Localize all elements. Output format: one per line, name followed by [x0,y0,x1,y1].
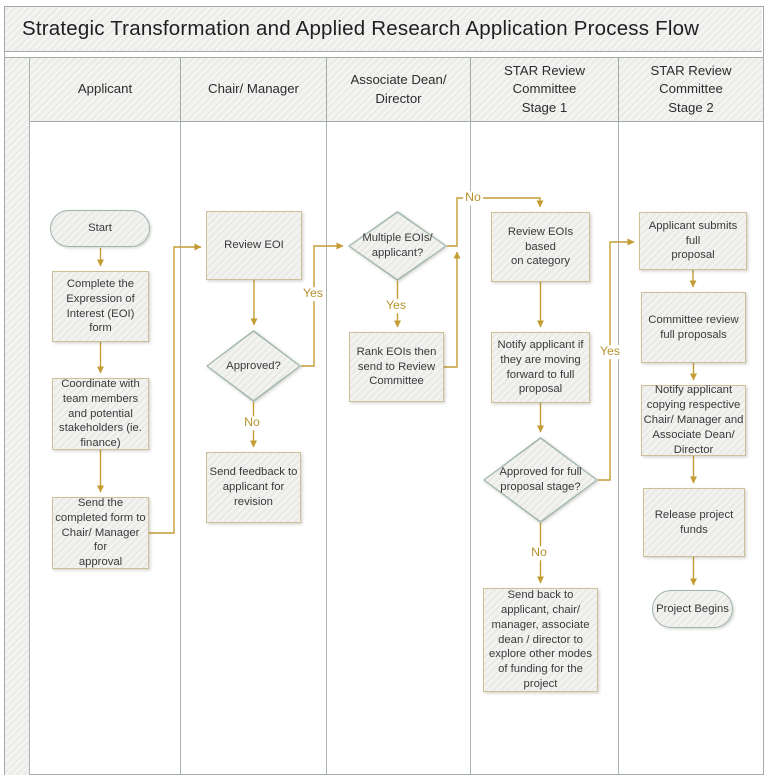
node-send-form: Send the completed form to Chair/ Manage… [52,497,149,569]
node-multiple-eois-decision: Multiple EOIs/ applicant? [348,211,447,281]
node-submit-full-proposal: Applicant submits full proposal [639,212,747,270]
lane-header-chair-manager: Chair/ Manager [180,57,327,122]
lane-divider [180,122,181,775]
edge-label-no: No [529,545,549,560]
node-coordinate-team: Coordinate with team members and potenti… [52,378,149,450]
node-rank-eois: Rank EOIs then send to Review Committee [349,332,444,402]
edge-label-yes: Yes [300,286,326,301]
lane-divider [29,57,30,775]
node-committee-review: Committee review full proposals [641,292,746,363]
edge-label-yes: Yes [383,298,409,313]
left-margin-strip [5,57,30,775]
decision-label: Approved for full proposal stage? [499,466,582,493]
node-send-feedback: Send feedback to applicant for revision [206,452,301,523]
node-start: Start [50,210,150,247]
decision-label: Multiple EOIs/ applicant? [362,232,433,259]
node-release-funds: Release project funds [643,488,745,557]
node-notify-full-proposal: Notify applicant if they are moving forw… [491,332,590,403]
lane-divider [470,122,471,775]
decision-label: Approved? [226,359,281,372]
node-review-eoi: Review EOI [206,211,302,280]
edge-label-no: No [463,190,483,205]
lane-header-associate-dean: Associate Dean/ Director [326,57,471,122]
edge-label-no: No [242,415,262,430]
node-review-eois-category: Review EOIs based on category [491,212,590,282]
lane-header-label: Chair/ Manager [208,81,299,97]
page-title: Strategic Transformation and Applied Res… [22,17,700,40]
lane-header-applicant: Applicant [29,57,181,122]
lane-divider [618,122,619,775]
node-complete-eoi: Complete the Expression of Interest (EOI… [52,271,149,342]
lane-header-label: Applicant [77,81,133,97]
lane-header-star-stage2: STAR Review Committee Stage 2 [618,57,764,122]
lane-header-label: Associate Dean/ Director [350,72,447,106]
node-project-begins: Project Begins [652,590,733,628]
lane-divider [326,122,327,775]
lane-header-star-stage1: STAR Review Committee Stage 1 [470,57,619,122]
edge-label-yes: Yes [597,344,623,359]
node-approved-decision: Approved? [206,330,301,402]
node-send-back: Send back to applicant, chair/ manager, … [483,588,598,692]
lane-header-label: STAR Review Committee Stage 2 [650,62,732,115]
title-bar: Strategic Transformation and Applied Res… [5,7,762,52]
node-notify-copy: Notify applicant copying respective Chai… [641,384,746,456]
lane-header-label: STAR Review Committee Stage 1 [503,62,586,115]
node-approved-full-decision: Approved for full proposal stage? [483,437,598,523]
